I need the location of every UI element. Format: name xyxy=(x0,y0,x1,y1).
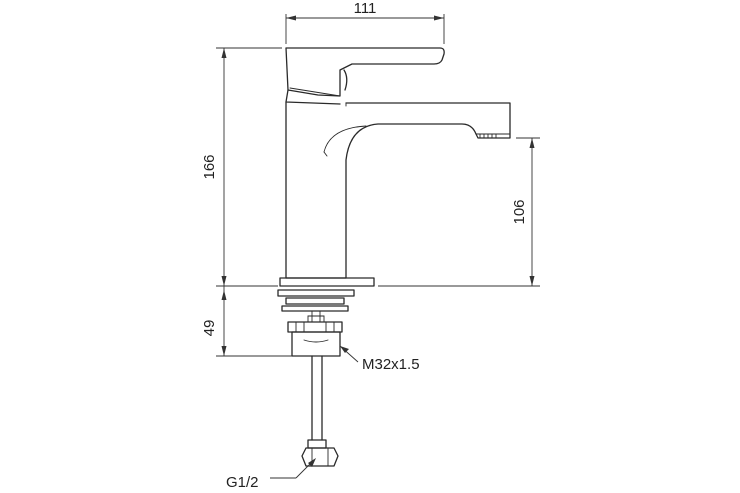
connection-callout: G1/2 xyxy=(226,474,259,491)
dimension-label-spout-height: 106 xyxy=(511,199,528,224)
base-plate xyxy=(279,277,375,287)
supply-hose xyxy=(301,355,339,467)
handle-lever xyxy=(285,47,445,97)
dimension-label-width: 111 xyxy=(354,0,377,17)
spout xyxy=(285,101,511,279)
thread-callout: M32x1.5 xyxy=(362,356,420,373)
dimension-label-total-height: 166 xyxy=(201,154,218,179)
mounting-hardware xyxy=(277,289,355,357)
dimension-lines xyxy=(216,14,540,479)
hose-nut xyxy=(301,447,339,467)
faucet-body xyxy=(279,47,511,287)
dimension-label-below-deck: 49 xyxy=(201,320,218,337)
aerator xyxy=(475,133,511,139)
